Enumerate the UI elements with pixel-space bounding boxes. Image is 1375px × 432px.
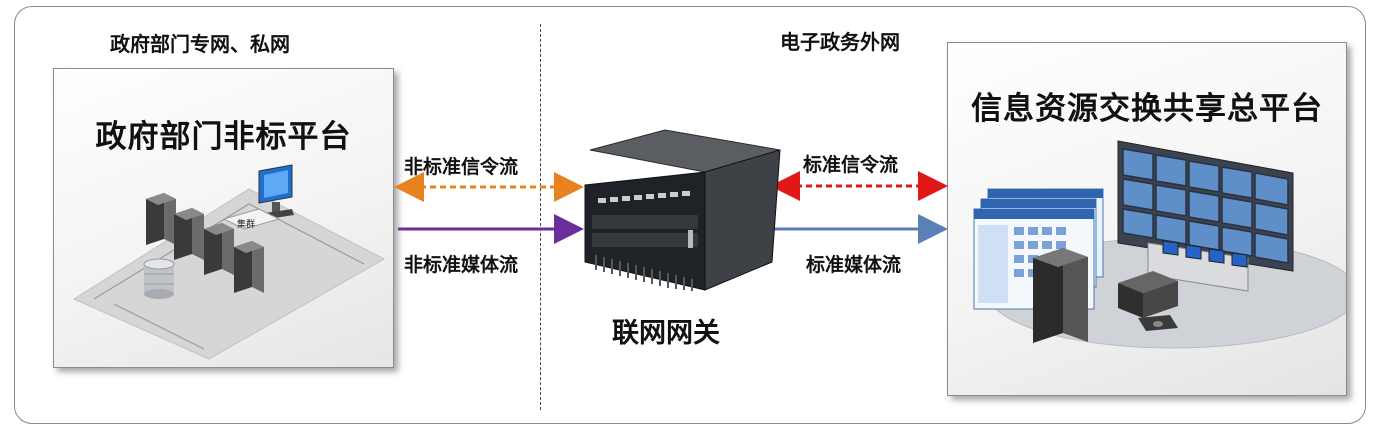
cluster-label: 集群 (237, 218, 255, 230)
right-panel-title: 信息资源交换共享总平台 (971, 91, 1323, 127)
std-signal-label: 标准信令流 (803, 154, 899, 176)
left-zone-label: 政府部门专网、私网 (110, 32, 290, 56)
server-icon (234, 241, 264, 293)
rack-cabinet-icon (1033, 248, 1088, 343)
left-panel-title: 政府部门非标平台 (95, 119, 352, 155)
gateway-label: 联网网关 (612, 318, 720, 349)
server-cluster-illustration: 集群 (72, 164, 386, 360)
right-zone-label: 电子政务外网 (780, 30, 900, 54)
server-icon (204, 223, 234, 275)
server-box-icon (1118, 271, 1178, 318)
network-divider (540, 24, 541, 410)
nonstd-signal-label: 非标准信令流 (404, 156, 519, 178)
server-icon (174, 208, 204, 260)
server-icon (146, 193, 176, 245)
nonstd-media-label: 非标准媒体流 (404, 254, 519, 276)
command-center-illustration (973, 140, 1346, 349)
monitor-icon (258, 164, 294, 220)
keyboard-icon (1138, 315, 1178, 331)
monitor-icon (1162, 240, 1248, 268)
right-platform-panel: 信息资源交换共享总平台 (947, 42, 1347, 396)
video-wall-icon (1117, 140, 1294, 272)
left-platform-panel: 政府部门非标平台 集群 (53, 68, 394, 368)
std-media-label: 标准媒体流 (806, 254, 902, 276)
gateway-chassis-icon (584, 129, 781, 291)
database-icon (143, 258, 175, 299)
